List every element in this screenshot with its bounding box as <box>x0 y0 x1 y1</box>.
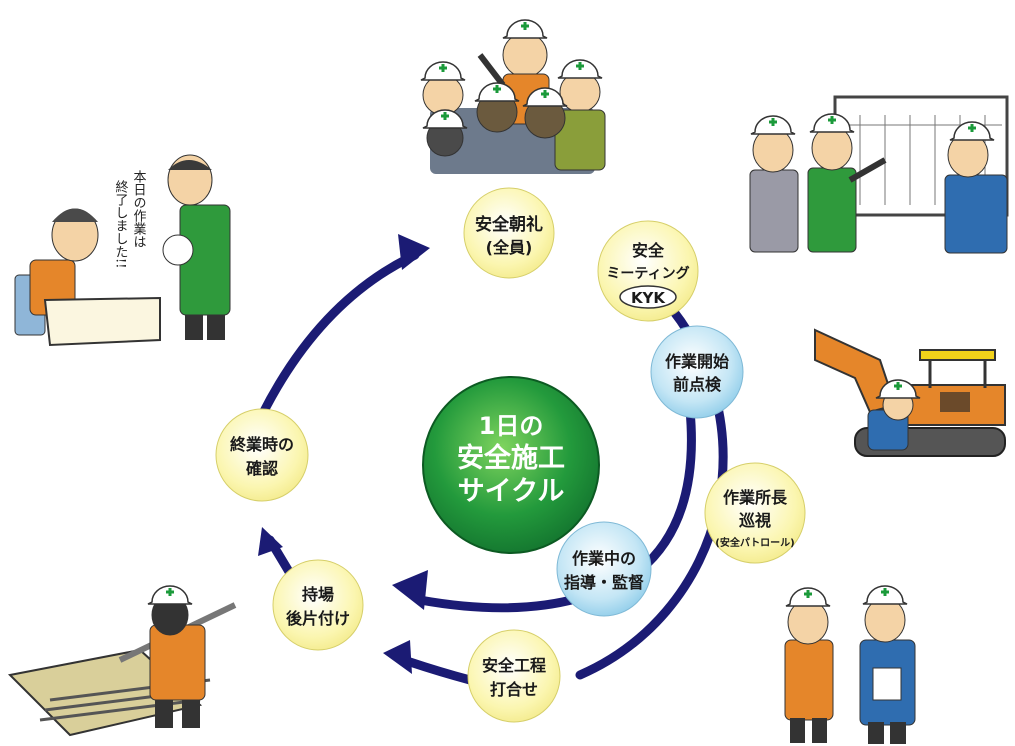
step-guidance: 作業中の 指導・監督 <box>556 521 652 617</box>
step-morning-meeting-line-2: (全員) <box>486 238 533 257</box>
speech-line-1: 本日の作業は <box>131 170 147 248</box>
arrowhead-bottom <box>383 640 412 674</box>
step-safety-meeting-line-2: ミーティング <box>606 265 689 282</box>
step-tidy-up-line-2: 後片付け <box>286 609 350 628</box>
arrow-segment-bottom <box>405 657 475 685</box>
center-line-2: 安全施工 <box>457 442 565 474</box>
step-director-patrol: 作業所長 巡視 (安全パトロール) <box>704 462 806 564</box>
step-safety-meeting-line-1: 安全 <box>632 241 665 260</box>
outer-arrowheads <box>258 234 430 674</box>
arrowhead-top <box>398 234 430 270</box>
step-pre-work-check-line-2: 前点検 <box>673 375 722 394</box>
kyk-badge <box>619 285 677 309</box>
illustration-tidy-up <box>7 584 237 737</box>
step-process-meeting: 安全工程 打合せ <box>467 629 561 723</box>
illustration-morning-assembly <box>419 18 606 174</box>
step-guidance-line-2: 指導・監督 <box>564 573 644 592</box>
step-morning-meeting-line-1: 安全朝礼 <box>475 214 543 235</box>
arrow-segment-left-upper <box>257 250 420 420</box>
step-morning-meeting: 安全朝礼 (全員) <box>463 187 555 279</box>
step-pre-work-check-line-1: 作業開始 <box>665 352 729 371</box>
step-safety-meeting: 安全 ミーティング KYK <box>597 220 699 322</box>
center-line-1: 1日の <box>479 412 544 440</box>
step-pre-work-check: 作業開始 前点検 <box>650 325 744 419</box>
arrowhead-left <box>258 527 283 556</box>
illustration-end-report: 本日の作業は 終了しました!! <box>14 154 231 347</box>
step-process-meeting-line-1: 安全工程 <box>482 656 546 675</box>
illustration-excavator-check <box>814 328 1006 457</box>
step-tidy-up: 持場 後片付け <box>272 559 364 651</box>
center-hub: 1日の 安全施工 サイクル <box>422 376 600 554</box>
illustration-patrol-talk <box>784 584 916 744</box>
step-director-patrol-line-2: 巡視 <box>739 511 771 530</box>
step-tidy-up-line-1: 持場 <box>302 585 334 604</box>
step-end-check: 終業時の 確認 <box>215 408 309 502</box>
step-guidance-line-1: 作業中の <box>572 549 636 568</box>
center-line-3: サイクル <box>458 476 565 507</box>
step-process-meeting-line-2: 打合せ <box>490 680 538 699</box>
illustration-whiteboard-meeting <box>749 95 1009 254</box>
step-director-patrol-line-1: 作業所長 <box>723 488 788 507</box>
speech-line-2: 終了しました!! <box>113 179 129 268</box>
step-director-patrol-sub: (安全パトロール) <box>715 536 794 549</box>
step-end-check-line-2: 確認 <box>246 459 278 478</box>
step-end-check-line-1: 終業時の <box>230 435 294 454</box>
kyk-badge-label: KYK <box>631 289 666 307</box>
